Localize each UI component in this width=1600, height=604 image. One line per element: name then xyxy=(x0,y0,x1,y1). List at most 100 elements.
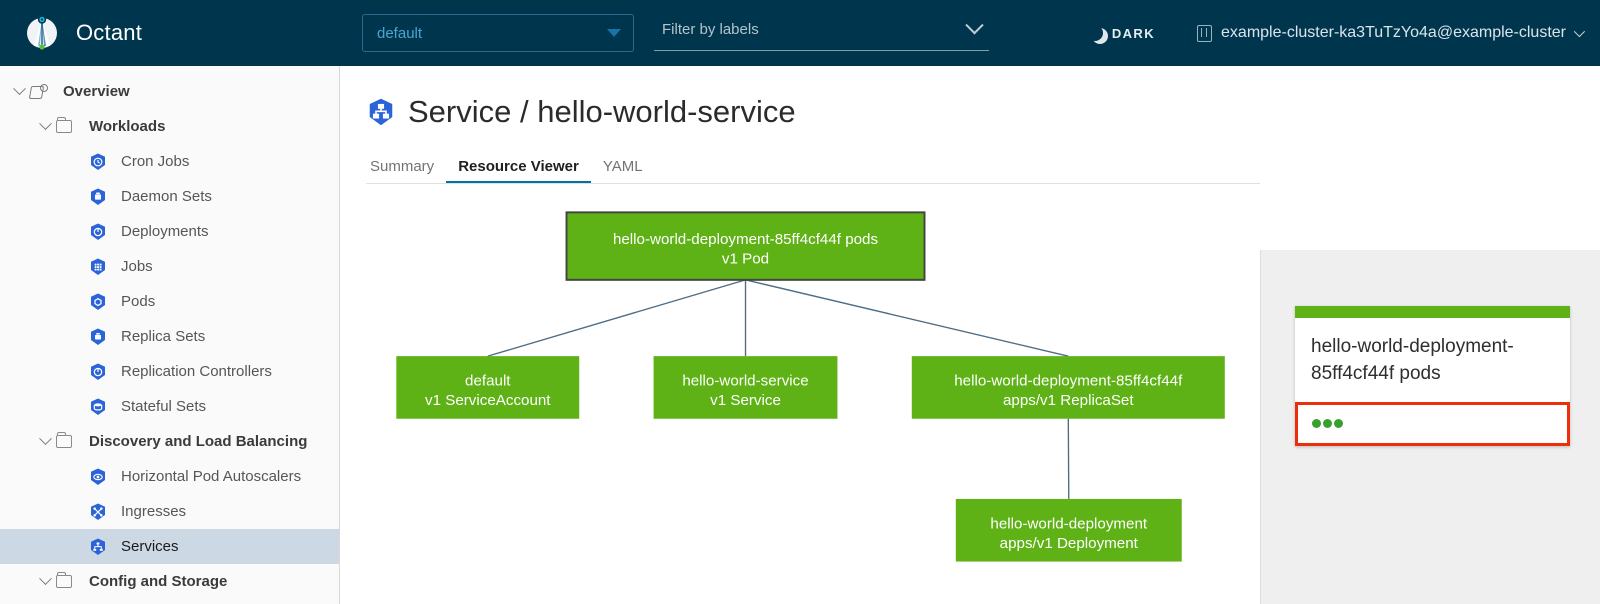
sidebar-item-label: Ingresses xyxy=(121,503,187,520)
sidebar-item-replication-controllers[interactable]: Replication Controllers xyxy=(0,354,339,389)
cluster-icon xyxy=(1197,24,1213,42)
status-dot[interactable] xyxy=(1323,419,1332,429)
app-header: Octant default Filter by labels DARK exa… xyxy=(0,0,1600,66)
chevron-down-icon[interactable] xyxy=(34,572,56,586)
caret-down-icon xyxy=(607,29,621,37)
brand[interactable]: Octant xyxy=(0,13,340,53)
namespace-select-value: default xyxy=(377,24,423,42)
graph-node-box[interactable] xyxy=(653,356,838,419)
sidebar-item-label: Replica Sets xyxy=(121,328,206,345)
sidebar-item-label: Services xyxy=(121,538,179,555)
k8s-replicaset-icon xyxy=(88,327,114,347)
sidebar-item-stateful-sets[interactable]: Stateful Sets xyxy=(0,389,339,424)
graph-node-name: default xyxy=(465,372,511,389)
sidebar-item-label: Overview xyxy=(63,83,130,100)
chevron-down-icon[interactable] xyxy=(34,432,56,446)
sidebar-item-ingresses[interactable]: Ingresses xyxy=(0,494,339,529)
graph-node-kind: v1 ServiceAccount xyxy=(425,392,551,409)
detail-card[interactable]: hello-world-deployment-85ff4cf44f pods xyxy=(1295,306,1570,446)
sidebar-item-workloads[interactable]: Workloads xyxy=(0,109,339,144)
octant-logo-icon xyxy=(22,13,62,53)
sidebar-item-services[interactable]: Services xyxy=(0,529,339,564)
graph-node-name: hello-world-deployment-85ff4cf44f pods xyxy=(613,231,879,248)
tab-bar: Summary Resource Viewer YAML xyxy=(366,148,1260,184)
graph-node-kind: apps/v1 Deployment xyxy=(1000,535,1139,552)
folder-icon xyxy=(56,572,82,588)
overview-icon xyxy=(30,84,56,99)
brand-title: Octant xyxy=(76,20,143,45)
sidebar-item-cron-jobs[interactable]: Cron Jobs xyxy=(0,144,339,179)
sidebar-item-label: Discovery and Load Balancing xyxy=(89,433,308,450)
k8s-replicationcontroller-icon xyxy=(88,362,114,382)
sidebar-item-label: Replication Controllers xyxy=(121,363,272,380)
k8s-hpa-icon xyxy=(88,467,114,487)
label-filter-input[interactable]: Filter by labels xyxy=(654,15,989,51)
graph-node-replicaset[interactable]: hello-world-deployment-85ff4cf44fapps/v1… xyxy=(911,356,1225,419)
k8s-cronjob-icon xyxy=(88,152,114,172)
sidebar-item-pods[interactable]: Pods xyxy=(0,284,339,319)
resource-viewer-pane: Service / hello-world-service Summary Res… xyxy=(340,66,1260,604)
chevron-down-icon xyxy=(1573,25,1586,38)
sidebar-item-label: Daemon Sets xyxy=(121,188,212,205)
sidebar-item-overview[interactable]: Overview xyxy=(0,74,339,109)
tab-summary[interactable]: Summary xyxy=(370,158,435,175)
tab-resource-viewer[interactable]: Resource Viewer xyxy=(446,158,591,184)
graph-node-name: hello-world-service xyxy=(682,372,808,389)
sidebar-item-jobs[interactable]: Jobs xyxy=(0,249,339,284)
k8s-ingress-icon xyxy=(88,502,114,522)
status-dot[interactable] xyxy=(1334,419,1343,429)
folder-icon xyxy=(56,432,82,448)
theme-toggle-label: DARK xyxy=(1111,25,1156,41)
graph-node-kind: apps/v1 ReplicaSet xyxy=(1003,392,1134,409)
cluster-label: example-cluster-ka3TuTzYo4a@example-clus… xyxy=(1221,24,1566,41)
resource-graph-svg[interactable]: hello-world-deployment-85ff4cf44f pods v1… xyxy=(366,184,1260,604)
sidebar-item-discovery-and-load-balancing[interactable]: Discovery and Load Balancing xyxy=(0,424,339,459)
sidebar-item-label: Workloads xyxy=(89,118,166,135)
sidebar-item-replica-sets[interactable]: Replica Sets xyxy=(0,319,339,354)
status-dot[interactable] xyxy=(1312,419,1321,429)
graph-node-kind: v1 Service xyxy=(710,392,781,409)
sidebar-item-label: Cron Jobs xyxy=(121,153,190,170)
sidebar-item-deployments[interactable]: Deployments xyxy=(0,214,339,249)
chevron-down-icon[interactable] xyxy=(965,16,984,35)
sidebar-item-label: Pods xyxy=(121,293,156,310)
detail-card-title: hello-world-deployment-85ff4cf44f pods xyxy=(1311,336,1514,384)
graph-node-name: hello-world-deployment xyxy=(990,515,1147,532)
sidebar-item-label: Horizontal Pod Autoscalers xyxy=(121,468,302,485)
graph-node-box[interactable] xyxy=(396,356,580,419)
graph-edge xyxy=(745,279,1069,357)
folder-icon xyxy=(56,117,82,133)
tab-yaml[interactable]: YAML xyxy=(602,158,643,175)
moon-icon xyxy=(1087,25,1103,41)
page-title: Service / hello-world-service xyxy=(366,94,1260,130)
k8s-deployment-icon xyxy=(88,222,114,242)
theme-toggle-button[interactable]: DARK xyxy=(1087,25,1155,41)
namespace-select[interactable]: default xyxy=(362,14,634,52)
k8s-statefulset-icon xyxy=(88,397,114,417)
k8s-service-icon xyxy=(88,537,114,557)
detail-card-accent-bar xyxy=(1295,306,1570,318)
detail-card-status-row[interactable] xyxy=(1295,401,1570,446)
cluster-selector[interactable]: example-cluster-ka3TuTzYo4a@example-clus… xyxy=(1197,24,1586,42)
graph-node-box[interactable] xyxy=(565,211,926,281)
graph-node-box[interactable] xyxy=(911,356,1225,419)
graph-node-pod[interactable]: hello-world-deployment-85ff4cf44f podsv1… xyxy=(565,211,926,281)
sidebar-item-config-and-storage[interactable]: Config and Storage xyxy=(0,564,339,599)
graph-node-box[interactable] xyxy=(955,498,1182,562)
tab-bar-rule xyxy=(366,183,1260,184)
graph-node-serviceaccount[interactable]: default v1 ServiceAccount xyxy=(396,356,580,419)
k8s-daemonset-icon xyxy=(88,187,114,207)
sidebar-item-daemon-sets[interactable]: Daemon Sets xyxy=(0,179,339,214)
k8s-job-icon xyxy=(88,257,114,277)
sidebar-item-horizontal-pod-autoscalers[interactable]: Horizontal Pod Autoscalers xyxy=(0,459,339,494)
graph-node-deployment[interactable]: hello-world-deployment apps/v1 Deployment xyxy=(955,498,1182,562)
chevron-down-icon[interactable] xyxy=(34,117,56,131)
graph-edge xyxy=(487,279,746,357)
graph-node-service[interactable]: hello-world-service v1 Service xyxy=(653,356,838,419)
chevron-down-icon[interactable] xyxy=(8,82,30,96)
sidebar-item-label: Stateful Sets xyxy=(121,398,207,415)
sidebar-item-label: Jobs xyxy=(121,258,153,275)
